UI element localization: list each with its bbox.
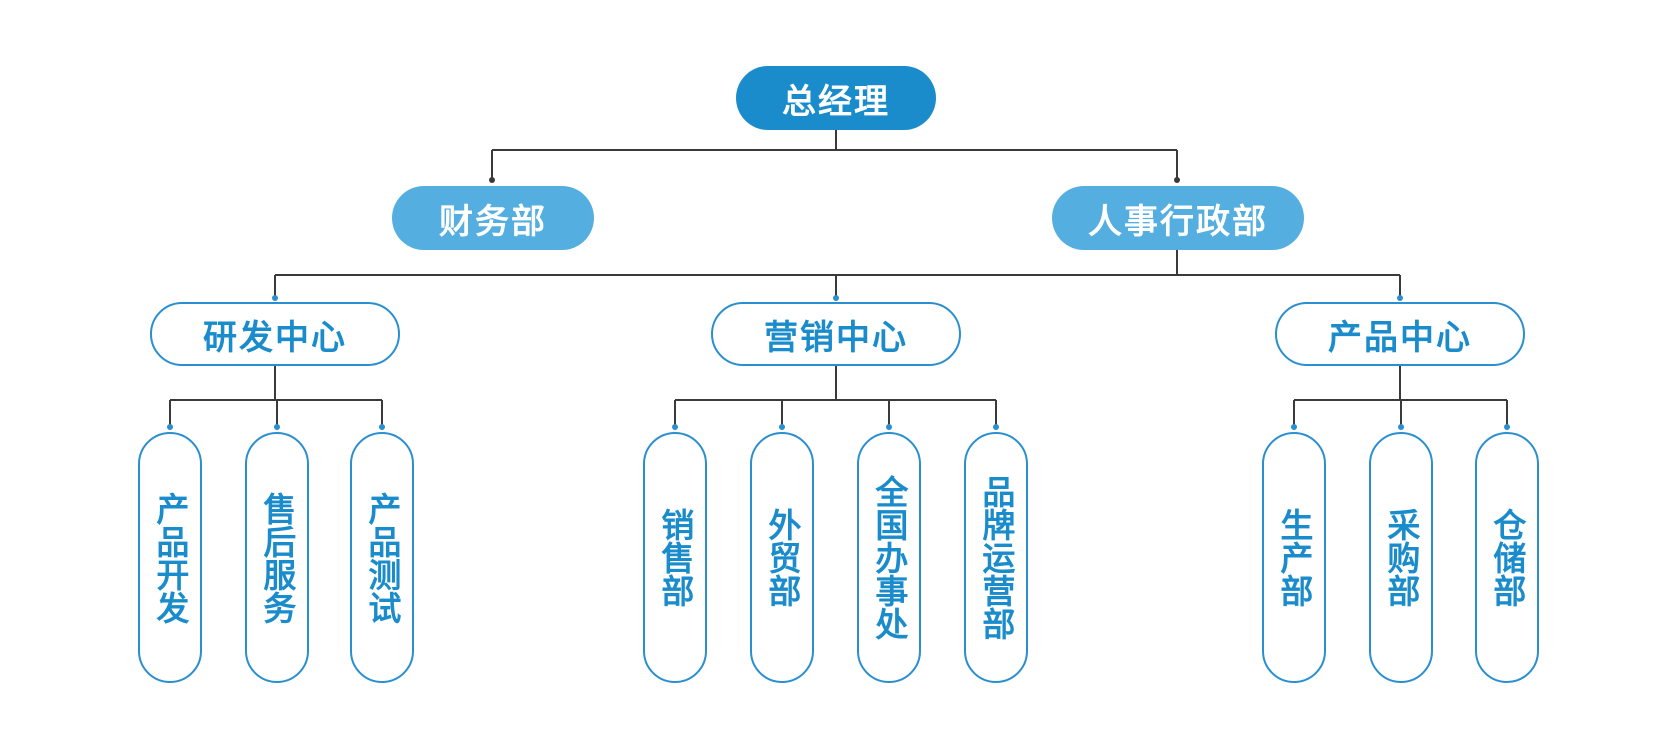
connector-dot — [993, 424, 999, 430]
connector-dot — [1174, 177, 1180, 183]
connector-dot — [167, 424, 173, 430]
connector-dot — [886, 424, 892, 430]
connector-dot — [272, 295, 278, 301]
connector-dot — [1291, 424, 1297, 430]
connector-dot — [1398, 424, 1404, 430]
node-foreign-trade-department: 外贸部 — [750, 432, 814, 683]
connector-dot — [779, 424, 785, 430]
connector-center-2-to-units — [1293, 366, 1508, 427]
node-rd-center: 研发中心 — [150, 302, 400, 366]
connector-center-1-to-units — [674, 366, 997, 427]
connector-dot — [489, 177, 495, 183]
connector-dot — [1504, 424, 1510, 430]
node-brand-operations-department: 品牌运营部 — [964, 432, 1028, 683]
node-product-testing: 产品测试 — [350, 432, 414, 683]
connector-dot — [833, 295, 839, 301]
connector-root-to-departments — [491, 130, 1178, 180]
connector-dot — [1397, 295, 1403, 301]
node-hr-admin-department: 人事行政部 — [1052, 186, 1304, 250]
node-product-center: 产品中心 — [1275, 302, 1525, 366]
connector-center-0-to-units — [169, 366, 383, 427]
connector-dot — [274, 424, 280, 430]
node-finance-department: 财务部 — [392, 186, 594, 250]
node-after-sales-service: 售后服务 — [245, 432, 309, 683]
node-national-offices: 全国办事处 — [857, 432, 921, 683]
connector-dot — [379, 424, 385, 430]
node-purchasing-department: 采购部 — [1369, 432, 1433, 683]
node-general-manager: 总经理 — [736, 66, 936, 130]
connector-hr-to-centers — [274, 250, 1401, 298]
node-marketing-center: 营销中心 — [711, 302, 961, 366]
node-warehousing-department: 仓储部 — [1475, 432, 1539, 683]
node-sales-department: 销售部 — [643, 432, 707, 683]
node-product-development: 产品开发 — [138, 432, 202, 683]
connector-dot — [672, 424, 678, 430]
node-production-department: 生产部 — [1262, 432, 1326, 683]
